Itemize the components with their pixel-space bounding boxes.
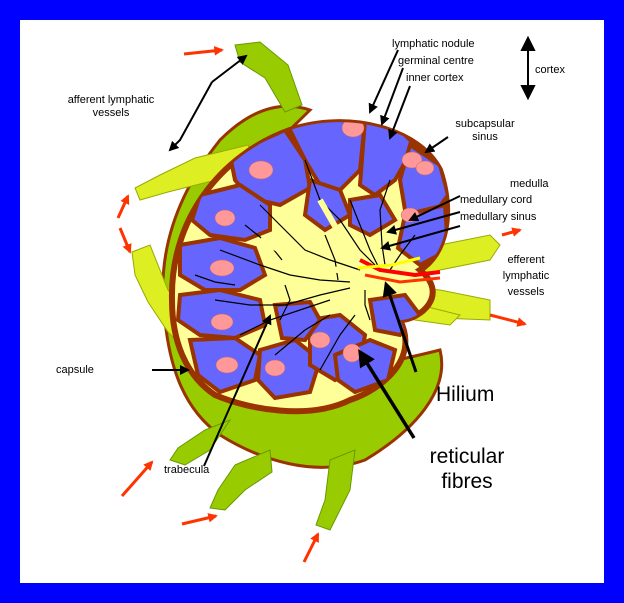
label-inner-cortex: inner cortex (406, 72, 463, 85)
label-cortex: cortex (535, 64, 565, 77)
label-afferent-lymphatic-vessels: afferent lymphatic vessels (46, 94, 176, 120)
label-reticular-fibres: reticular fibres (412, 444, 522, 494)
label-trabecula: trabecula (164, 464, 209, 477)
label-medullary-cord: medullary cord (460, 194, 532, 207)
cortex-bracket (522, 38, 534, 98)
label-capsule: capsule (56, 364, 94, 377)
label-lymphatic-nodule: lymphatic nodule (392, 38, 475, 51)
diagram-panel: lymphatic nodule germinal centre inner c… (20, 20, 604, 583)
label-hilium: Hilium (436, 382, 494, 407)
label-medullary-sinus: medullary sinus (460, 211, 536, 224)
label-medulla: medulla (510, 178, 549, 191)
label-subcapsular-sinus: subcapsular sinus (448, 118, 522, 144)
label-efferent-lymphatic-vessels: efferent lymphatic vessels (494, 254, 558, 299)
label-germinal-centre: germinal centre (398, 55, 474, 68)
